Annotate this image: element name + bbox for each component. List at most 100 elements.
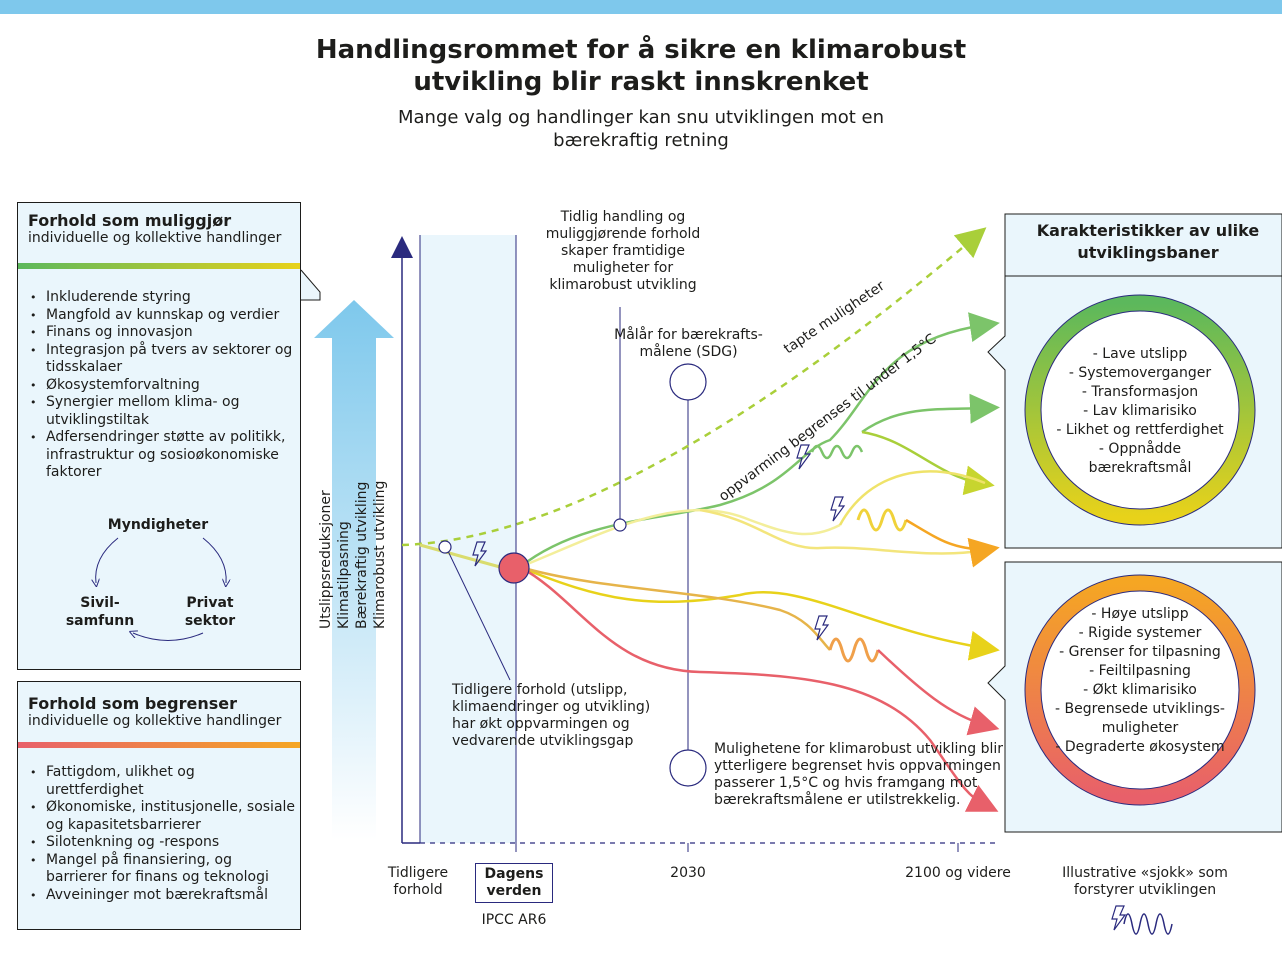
enabling-subtitle: individuelle og kollektive handlinger: [28, 230, 282, 246]
enabling-title: Forhold som muliggjør: [28, 211, 232, 230]
lightning-icon: [814, 615, 830, 641]
constraining-list: Fattigdom, ulikhet og urettferdighet Øko…: [30, 764, 296, 905]
shock-legend-icon: [1111, 905, 1173, 935]
vertical-label: Bærekraftig utvikling: [354, 481, 370, 629]
constraining-heading: Forhold som begrenser individuelle og ko…: [28, 694, 281, 729]
list-item: - Likhet og rettferdighet: [1056, 422, 1224, 438]
list-item: - Grenser for tilpasning: [1059, 644, 1221, 660]
lightning-icon: [472, 541, 488, 567]
sdg-gauge-bottom: [669, 749, 707, 787]
x-label-today: Dagens verden: [475, 863, 553, 903]
early-action-marker: [613, 518, 627, 532]
list-item: Mangfold av kunnskap og verdier: [30, 307, 296, 325]
subtitle-line: Mange valg og handlinger kan snu utvikli…: [397, 107, 885, 151]
constraining-gradient-bar: [18, 742, 300, 748]
constraining-conditions-panel: Forhold som begrenser individuelle og ko…: [17, 681, 301, 930]
vertical-axis-arrowhead: [391, 236, 413, 258]
shock-wiggle-3: [828, 637, 880, 663]
shock-wiggle-1: [810, 444, 864, 460]
figure-title: Handlingsrommet for å sikre en klimarobu…: [0, 34, 1282, 98]
constraining-subtitle: individuelle og kollektive handlinger: [28, 713, 282, 729]
list-item: Synergier mellom klima- og utviklingstil…: [30, 394, 296, 429]
missed-opportunities-path: [401, 227, 987, 547]
list-item: - Lave utslipp: [1092, 346, 1188, 362]
x-label-past: Tidligere forhold: [387, 865, 449, 898]
list-item: Fattigdom, ulikhet og urettferdighet: [30, 764, 296, 799]
figure-subtitle: Mange valg og handlinger kan snu utvikli…: [0, 106, 1282, 152]
constraining-title: Forhold som begrenser: [28, 694, 237, 713]
list-item: - Høye utslipp: [1091, 606, 1189, 622]
list-item: Økonomiske, institusjonelle, sosiale og …: [30, 799, 296, 834]
pathway-yellow-main: [519, 565, 1000, 661]
x-label-2030: 2030: [670, 865, 706, 881]
list-item: - Transformasjon: [1081, 384, 1199, 400]
bad-ring-inner: [1040, 590, 1240, 790]
good-outcomes-list: - Lave utslipp - Systemoverganger - Tran…: [1055, 345, 1225, 478]
past-pointer: [446, 548, 511, 681]
pathway-green-mid: [861, 393, 1000, 434]
bad-outcomes-list: - Høye utslipp - Rigide systemer - Grens…: [1055, 605, 1225, 757]
list-item: Finans og innovasjon: [30, 324, 296, 342]
today-point: [498, 552, 530, 584]
early-action-annotation: Tidlig handling og muliggjørende forhold…: [545, 209, 701, 293]
pathway-yellow-a: [519, 508, 841, 569]
lightning-icon: [830, 496, 846, 522]
enabling-connector: [300, 269, 321, 301]
list-item: Avveininger mot bærekraftsmål: [30, 887, 296, 905]
list-item: - Oppnådde bærekraftsmål: [1088, 441, 1192, 476]
list-item: Integrasjon på tvers av sektorer og tids…: [30, 342, 296, 377]
pathway-red: [519, 565, 999, 812]
sdg-gauge-top: [669, 363, 707, 401]
enabling-conditions-panel: Forhold som muliggjør individuelle og ko…: [17, 202, 301, 670]
lightning-icon: [796, 444, 812, 470]
vertical-label: Klimatilpasning: [336, 521, 352, 629]
list-item: - Degraderte økosystem: [1055, 739, 1225, 755]
good-ring-outline: [1024, 294, 1256, 526]
pathway-green-top: [519, 312, 1000, 568]
list-item: Økosystemforvaltning: [30, 377, 296, 395]
enabling-list: Inkluderende styring Mangfold av kunnska…: [30, 289, 296, 482]
sdg-annotation: Målår for bærekrafts-målene (SDG): [614, 327, 763, 360]
list-item: Silotenkning og -respons: [30, 834, 296, 852]
good-outcomes-ring: [1025, 295, 1255, 525]
bad-outcomes-ring: [1025, 575, 1255, 805]
list-item: - Lav klimarisiko: [1083, 403, 1197, 419]
list-item: - Systemoverganger: [1068, 365, 1212, 381]
pathway-orange-end: [877, 649, 1000, 736]
pathway-yellow-d: [905, 518, 986, 552]
climate-resilient-arrow: [314, 300, 394, 840]
actor-cycle-arrows: [78, 537, 248, 641]
bad-ring-outline: [1024, 574, 1256, 806]
constrained-annotation: Mulighetene for klimarobust utvikling bl…: [714, 741, 1004, 808]
past-marker: [438, 540, 452, 554]
list-item: Inkluderende styring: [30, 289, 296, 307]
good-ring-inner: [1040, 310, 1240, 510]
past-conditions-band: [420, 235, 516, 843]
vertical-label: Klimarobust utvikling: [372, 480, 388, 629]
actor-private-sector: Privat sektor: [184, 595, 236, 629]
pathway-orange: [519, 565, 831, 651]
past-path: [419, 543, 501, 569]
list-item: - Feiltilpasning: [1089, 663, 1191, 679]
enabling-heading: Forhold som muliggjør individuelle og ko…: [28, 211, 281, 246]
shock-legend-label: Illustrative «sjokk» som forstyrer utvik…: [1062, 865, 1228, 898]
list-item: Mangel på finansiering, og barrierer for…: [30, 852, 296, 887]
title-line: Handlingsrommet for å sikre en klimarobu…: [315, 35, 967, 97]
pathway-yellow-b: [699, 508, 1000, 568]
vertical-label: Utslippsreduksjoner: [318, 490, 334, 629]
actor-government: Myndigheter: [107, 517, 209, 533]
list-item: - Økt klimarisiko: [1083, 682, 1197, 698]
top-accent-bar: [0, 0, 1282, 14]
x-label-2100: 2100 og videre: [905, 865, 1011, 881]
enabling-gradient-bar: [18, 263, 300, 269]
vertical-labels: Utslippsreduksjoner Klimatilpasning Bære…: [317, 289, 397, 629]
source-label: IPCC AR6: [481, 912, 547, 928]
characteristics-heading: Karakteristikker av ulike utviklingsbane…: [1036, 221, 1260, 262]
past-conditions-annotation: Tidligere forhold (utslipp, klimaendring…: [452, 682, 651, 749]
list-item: - Rigide systemer: [1078, 625, 1202, 641]
list-item: Adfersendringer støtte av politikk, infr…: [30, 429, 296, 482]
pathway-yellow-c: [838, 470, 986, 526]
pathway-ygreen: [861, 430, 995, 496]
actor-civil-society: Sivil-samfunn: [65, 595, 135, 629]
